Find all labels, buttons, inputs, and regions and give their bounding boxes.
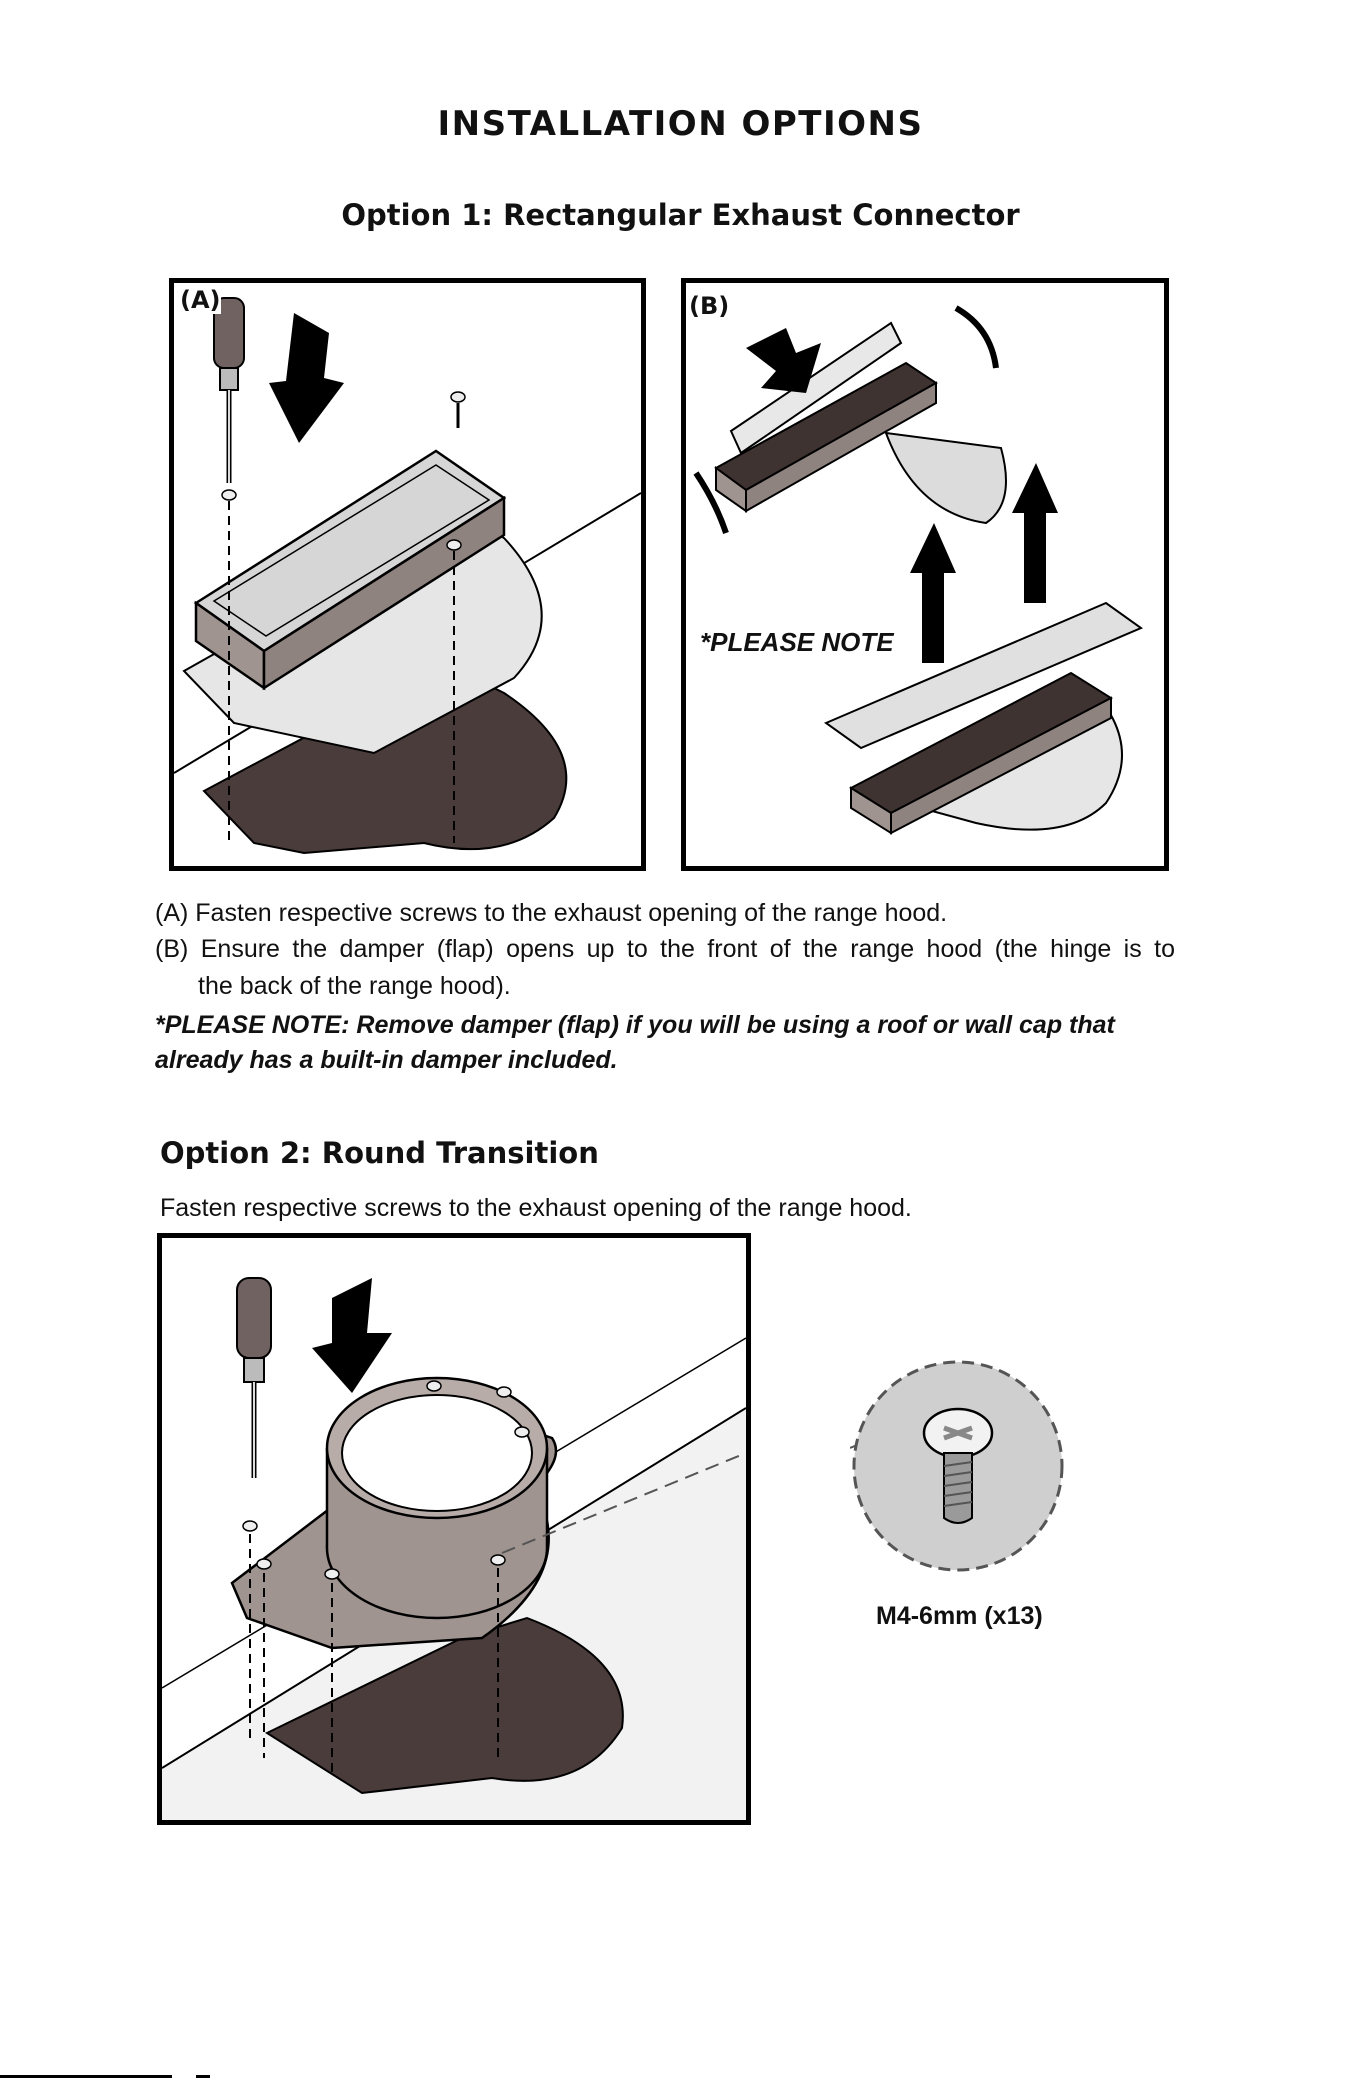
please-note-text-continued: already has a built-in damper included. — [155, 1046, 618, 1074]
footer-dash — [196, 2075, 210, 2078]
illustration-panel-a — [169, 278, 646, 871]
screwdriver-icon — [213, 297, 245, 483]
arrow-up-icon — [910, 463, 1058, 663]
page-title: INSTALLATION OPTIONS — [437, 104, 924, 144]
footer-rule — [0, 2075, 172, 2078]
arrow-down-icon — [312, 1278, 392, 1393]
step-b-text-continued: the back of the range hood). — [198, 972, 511, 1000]
round-transition-install-illustration — [162, 1277, 746, 1820]
illustration-panel-round — [157, 1233, 751, 1825]
step-b-text: (B) Ensure the damper (flap) opens up to… — [155, 935, 1175, 963]
arrow-down-icon — [269, 313, 344, 443]
screw-icon — [922, 1407, 994, 1524]
rectangular-connector-install-illustration — [174, 297, 641, 855]
damper-orientation-illustration — [693, 305, 1144, 835]
screwdriver-icon — [236, 1277, 272, 1478]
panel-a-label: (A) — [180, 286, 221, 314]
step-a-text: (A) Fasten respective screws to the exha… — [155, 899, 948, 927]
option2-heading: Option 2: Round Transition — [160, 1136, 599, 1170]
option2-instruction: Fasten respective screws to the exhaust … — [160, 1194, 912, 1222]
panel-b-note: *PLEASE NOTE — [700, 627, 894, 657]
please-note-text: *PLEASE NOTE: Remove damper (flap) if yo… — [155, 1011, 1115, 1039]
option1-heading: Option 1: Rectangular Exhaust Connector — [341, 198, 1020, 232]
illustration-panel-b — [681, 278, 1169, 871]
screw-callout — [850, 1360, 1064, 1572]
screw-size-label: M4-6mm (x13) — [876, 1602, 1043, 1630]
arrow-down-icon — [746, 328, 821, 393]
panel-b-label: (B) — [689, 292, 730, 320]
double-arrow-icon — [693, 305, 999, 534]
